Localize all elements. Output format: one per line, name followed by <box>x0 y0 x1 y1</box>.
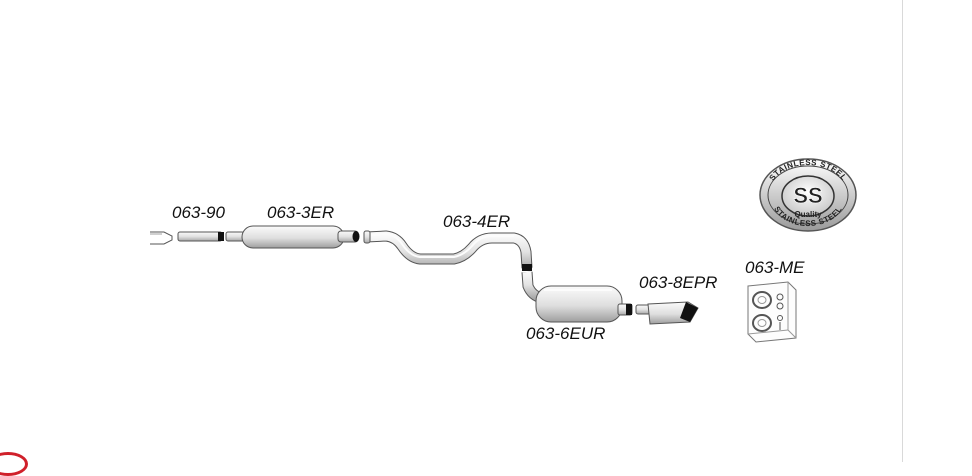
middle-pipe-063-4er[interactable] <box>363 230 533 271</box>
front-silencer-063-3er[interactable] <box>225 225 360 249</box>
badge-subtext: Quality <box>794 210 822 219</box>
label-063-3er[interactable]: 063-3ER <box>267 203 335 222</box>
front-pipe-063-90[interactable] <box>150 231 224 245</box>
badge-monogram: SS <box>793 183 822 208</box>
rear-silencer-063-6eur[interactable] <box>521 271 633 323</box>
exhaust-drawing: STAINLESS STEEL STAINLESS STEEL SS Quali… <box>150 158 857 343</box>
label-063-me[interactable]: 063-ME <box>745 258 805 277</box>
label-063-6eur[interactable]: 063-6EUR <box>526 324 606 343</box>
stainless-steel-badge: STAINLESS STEEL STAINLESS STEEL SS Quali… <box>759 158 857 232</box>
tailpipe-063-8epr[interactable] <box>635 301 699 325</box>
right-divider <box>902 0 903 462</box>
label-063-4er[interactable]: 063-4ER <box>443 212 511 231</box>
exhaust-diagram: STAINLESS STEEL STAINLESS STEEL SS Quali… <box>0 0 903 476</box>
mounting-kit-063-me[interactable] <box>747 281 797 343</box>
label-063-90[interactable]: 063-90 <box>172 203 225 222</box>
label-063-8epr[interactable]: 063-8EPR <box>639 273 718 292</box>
